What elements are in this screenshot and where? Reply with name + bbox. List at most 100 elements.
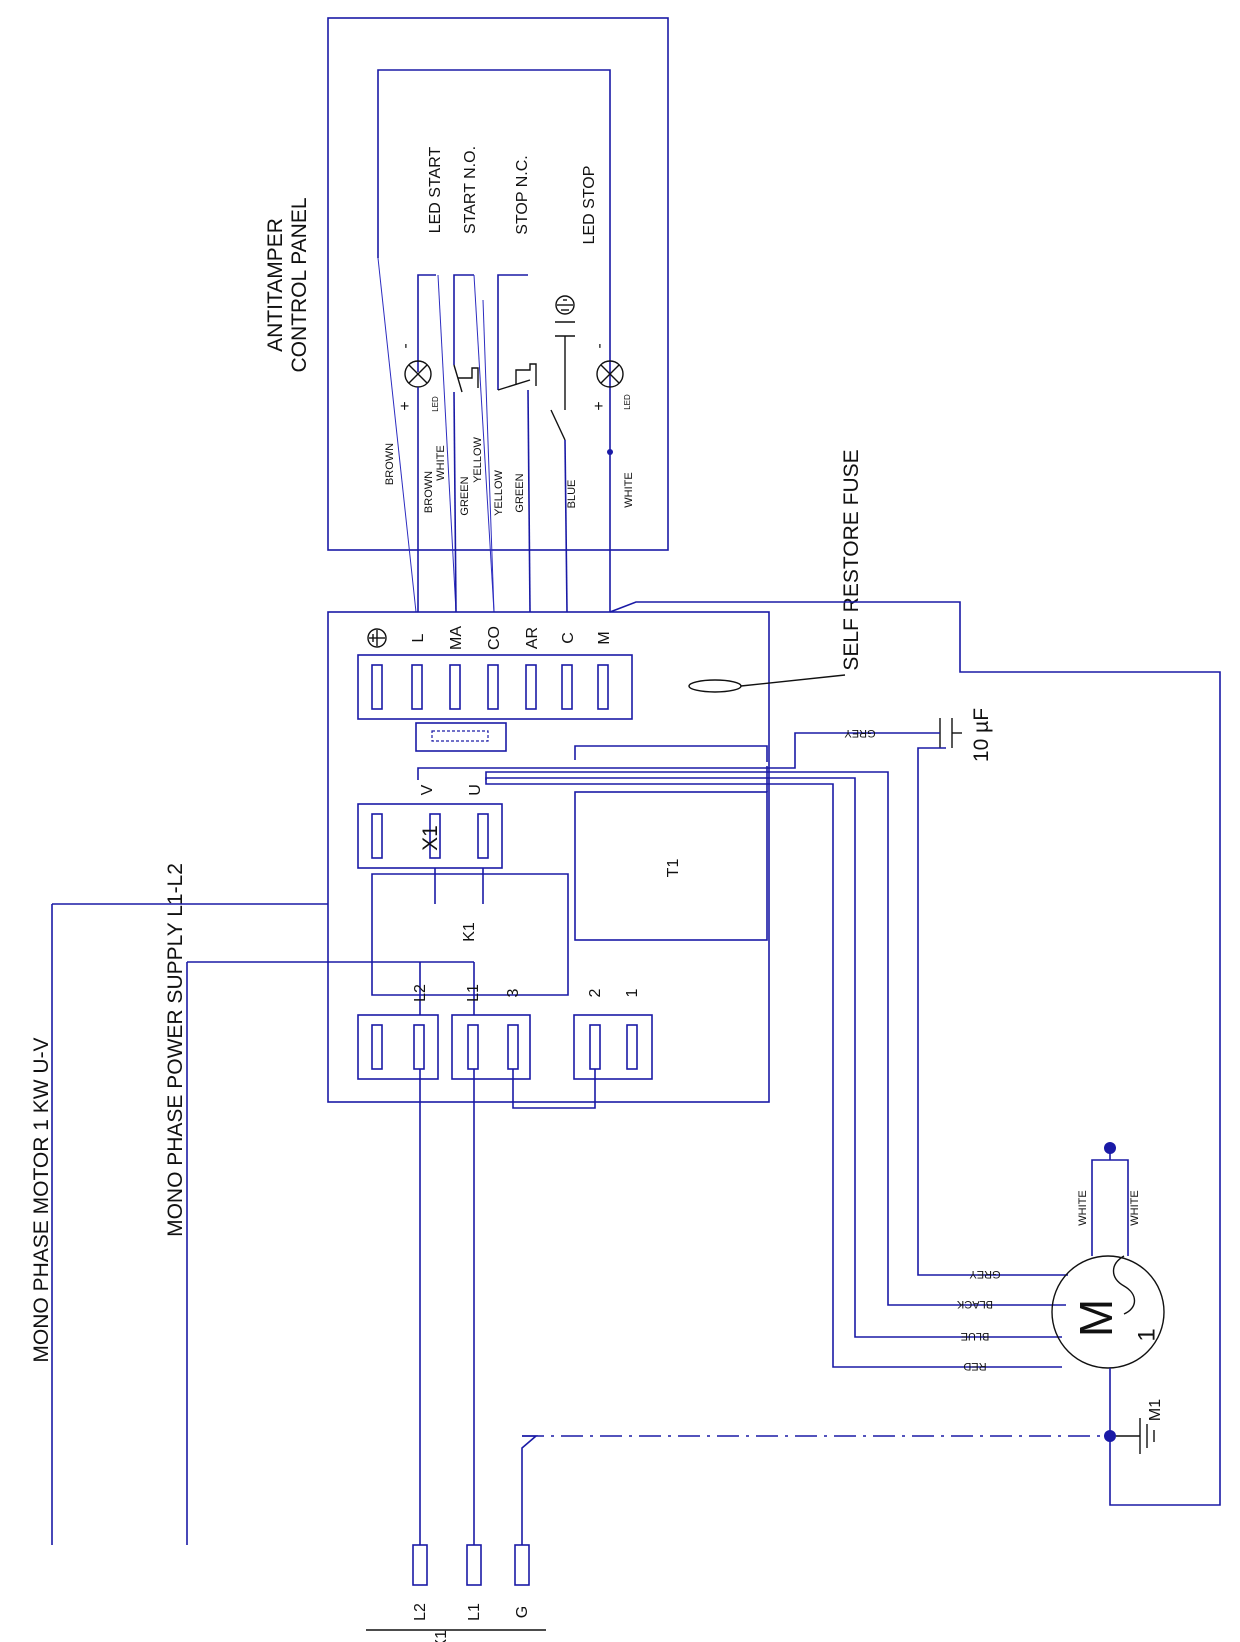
terminal-ar: AR xyxy=(524,627,541,649)
x1-block-label: X1 xyxy=(419,825,442,851)
terminal-1: 1 xyxy=(624,988,641,997)
motor-wire-blue: BLUE xyxy=(961,1330,990,1342)
title-supply: MONO PHASE POWER SUPPLY L1-L2 xyxy=(164,863,187,1237)
start-no-wire xyxy=(453,274,474,365)
title-panel-line1: ANTITAMPER xyxy=(264,218,287,352)
supply-block-label: X1 xyxy=(433,1630,450,1642)
wire-label-brown-2: BROWN xyxy=(423,471,435,513)
t1-box xyxy=(574,791,768,941)
stop-pushbutton-icon xyxy=(497,363,537,391)
terminal-ma: MA xyxy=(448,626,465,650)
top-terminal-strip xyxy=(357,654,633,720)
terminal-l1: L1 xyxy=(465,984,482,1002)
x1-slot-2 xyxy=(429,813,441,859)
terminal-2: 2 xyxy=(587,988,604,997)
led-start-tag: LED xyxy=(431,396,440,412)
terminal-m: M xyxy=(596,631,613,644)
motor-wire-white-2: WHITE xyxy=(1129,1190,1141,1225)
bottom-strip-3 xyxy=(573,1014,653,1080)
grey-cap-wire-top xyxy=(417,732,918,780)
self-restore-fuse-icon xyxy=(688,679,742,693)
title-panel-line2: CONTROL PANEL xyxy=(288,197,311,372)
motor-wire-black: BLACK xyxy=(956,1298,993,1310)
led-stop-tag: LED xyxy=(623,394,632,410)
bottom-slot-l1 xyxy=(467,1024,479,1070)
wire-label-white-2: WHITE xyxy=(623,472,635,507)
supply-l2-terminal xyxy=(412,1544,428,1586)
motor-m1-label: M1 xyxy=(1147,1399,1164,1421)
wire-label-yellow-2: YELLOW xyxy=(493,469,505,515)
white-loop-dot xyxy=(1104,1142,1116,1154)
led-stop-minus: - xyxy=(591,343,608,348)
self-restore-fuse-wire xyxy=(609,601,1221,1506)
g-supply-wire xyxy=(521,1435,539,1545)
motor-m-label: M xyxy=(1070,1299,1122,1337)
label-start-no: START N.O. xyxy=(462,146,479,234)
black-motor-wire xyxy=(485,771,1066,1306)
white-loop-wire xyxy=(1091,1159,1129,1256)
wire-label-blue: BLUE xyxy=(566,480,578,509)
terminal-3: 3 xyxy=(505,988,522,997)
supply-g-terminal xyxy=(514,1544,530,1586)
terminal-c: C xyxy=(560,632,577,644)
terminal-l: L xyxy=(410,633,427,642)
x1-terminal-v: V xyxy=(419,784,436,795)
wire-label-white-1: WHITE xyxy=(435,445,447,480)
panel-top-loop xyxy=(377,69,611,440)
title-motor: MONO PHASE MOTOR 1 KW U-V xyxy=(30,1037,53,1362)
main-board-box xyxy=(327,611,770,1103)
earth-junction xyxy=(1104,1430,1116,1442)
bottom-slot-a xyxy=(371,1024,383,1070)
earth-ground-icon xyxy=(1116,1418,1155,1454)
led-stop-lamp-icon xyxy=(596,360,624,388)
start-pushbutton-icon xyxy=(453,364,479,393)
t1-label: T1 xyxy=(665,859,682,878)
label-stop-nc: STOP N.C. xyxy=(514,155,531,234)
bottom-strip-1 xyxy=(357,1014,439,1080)
board-ground-icon xyxy=(367,628,387,648)
panel-ground-icon xyxy=(555,295,575,315)
motor-phase-label: 1 xyxy=(1133,1328,1160,1341)
capacitor-icon xyxy=(939,718,962,748)
bottom-slot-3 xyxy=(507,1024,519,1070)
k1-label: K1 xyxy=(461,922,478,942)
x1-block-box xyxy=(357,803,503,869)
led-stop-plus: + xyxy=(591,401,608,410)
control-panel-box xyxy=(327,17,669,551)
bottom-slot-2 xyxy=(589,1024,601,1070)
title-fuse: SELF RESTORE FUSE xyxy=(840,449,863,670)
supply-label-l1: L1 xyxy=(466,1603,483,1621)
x1-slot-3 xyxy=(477,813,489,859)
wire-label-yellow-1: YELLOW xyxy=(472,436,484,482)
bottom-slot-1 xyxy=(626,1024,638,1070)
led-start-wire xyxy=(417,274,436,372)
grey-motor-wire xyxy=(917,747,1068,1276)
wire-label-green-1: GREEN xyxy=(459,476,471,515)
blue-switch-blade xyxy=(550,409,566,441)
led-start-plus: + xyxy=(397,401,414,410)
terminal-co: CO xyxy=(486,626,503,650)
motor-wire-grey: GREY xyxy=(969,1268,1001,1280)
stop-nc-wire xyxy=(497,274,528,390)
red-motor-wire xyxy=(485,780,1062,1368)
bottom-strip-2 xyxy=(451,1014,531,1080)
fuse-leader xyxy=(740,674,846,687)
capacitor-value: 10 µF xyxy=(970,708,993,762)
board-connector-icon xyxy=(415,722,507,752)
motor-m1-icon xyxy=(1051,1255,1165,1369)
motor-wire-white-1: WHITE xyxy=(1077,1190,1089,1225)
bridge-3-2 xyxy=(512,1069,596,1109)
supply-label-g: G xyxy=(514,1606,531,1618)
wire-label-brown-1: BROWN xyxy=(384,443,396,485)
k1-box xyxy=(371,873,569,996)
bottom-slot-l2 xyxy=(413,1024,425,1070)
led-start-minus: - xyxy=(397,343,414,348)
cap-wire-grey-label: GREY xyxy=(844,727,876,739)
supply-label-l2: L2 xyxy=(412,1603,429,1621)
label-led-stop: LED STOP xyxy=(581,166,598,245)
panel-to-board-wires xyxy=(377,257,611,613)
wire-label-green-2: GREEN xyxy=(514,473,526,512)
x1-terminal-u: U xyxy=(467,784,484,796)
motor-wire-red: RED xyxy=(963,1360,986,1372)
